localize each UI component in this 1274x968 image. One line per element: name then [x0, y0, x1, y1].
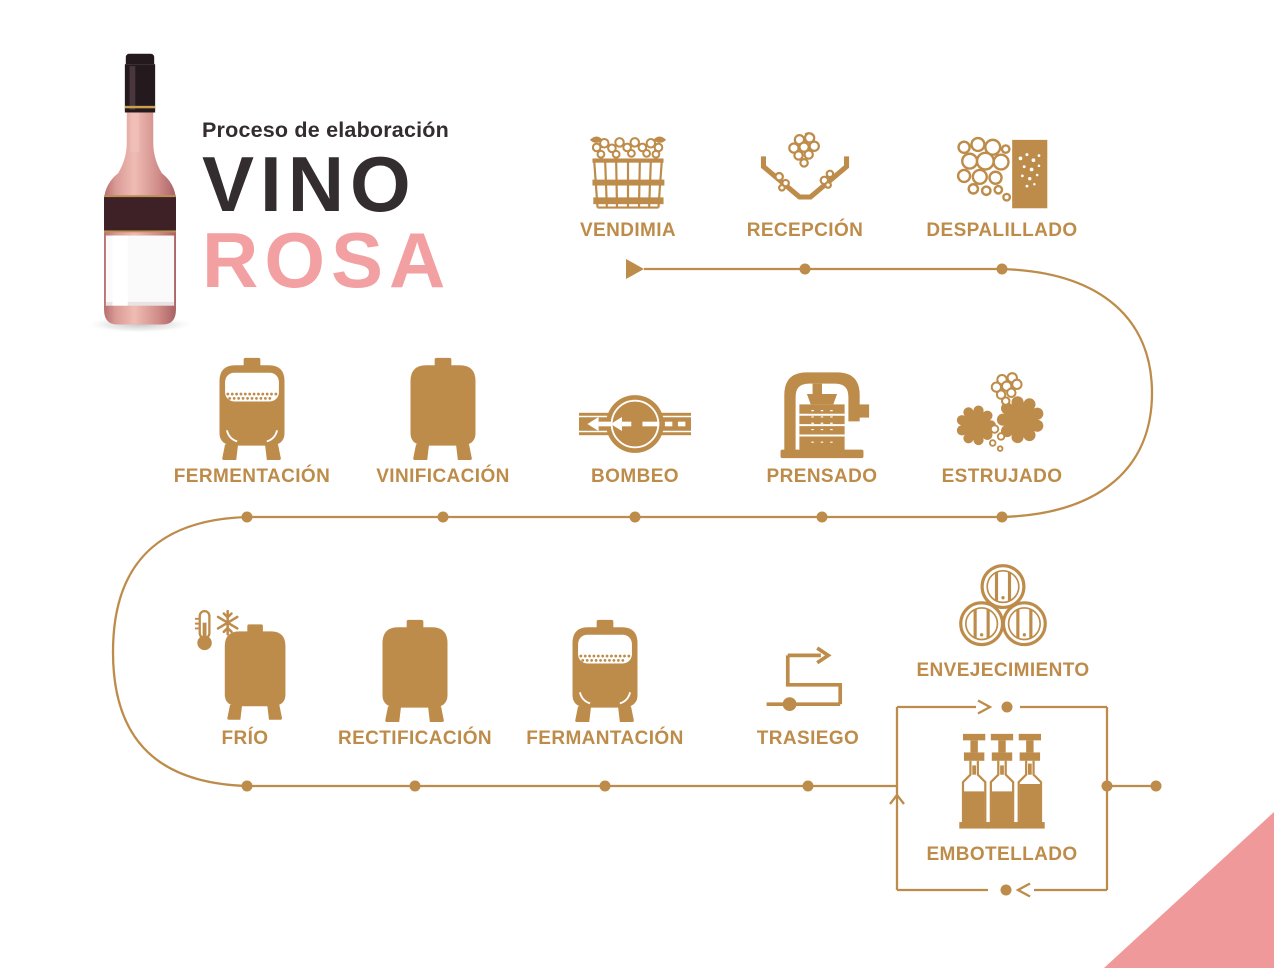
stage-estrujado: ESTRUJADO — [922, 350, 1082, 488]
fermentation-tank-icon — [525, 600, 685, 722]
stage-label: RECEPCIÓN — [746, 220, 864, 241]
crusher-icon — [922, 350, 1082, 460]
stage-embotellado: EMBOTELLADO — [897, 730, 1107, 866]
rose-wine-bottle-illustration — [85, 53, 195, 334]
cold-tank-icon — [165, 600, 325, 722]
stage-vinificacion: VINIFICACIÓN — [363, 350, 523, 488]
stage-label: PRENSADO — [766, 466, 878, 487]
pump-icon — [555, 350, 715, 460]
stage-label: DESPALILLADO — [926, 220, 1078, 241]
title-sub: ROSA — [202, 216, 452, 305]
stage-envejecimiento: ENVEJECIMIENTO — [908, 560, 1098, 682]
bottling-icon — [897, 730, 1107, 838]
wine-tank-icon — [335, 600, 495, 722]
wine-tank-icon — [363, 350, 523, 460]
wine-press-icon — [742, 350, 902, 460]
stage-label: TRASIEGO — [756, 728, 860, 749]
stage-despalillado: DESPALILLADO — [922, 128, 1082, 242]
stage-label: FRÍO — [221, 728, 269, 749]
stage-frio: FRÍO — [165, 600, 325, 750]
stage-label: BOMBEO — [591, 466, 679, 487]
racking-pipe-icon — [728, 600, 888, 722]
stage-label: FERMENTACIÓN — [173, 466, 331, 487]
destemmer-icon — [922, 128, 1082, 214]
stage-label: VENDIMIA — [579, 220, 677, 241]
fermentation-tank-icon — [172, 350, 332, 460]
grape-basket-icon — [548, 128, 708, 214]
grape-hopper-icon — [725, 128, 885, 214]
oak-barrels-icon — [908, 560, 1098, 654]
stage-fermentacion: FERMENTACIÓN — [172, 350, 332, 488]
stage-recepcion: RECEPCIÓN — [725, 128, 885, 242]
stage-vendimia: VENDIMIA — [548, 128, 708, 242]
corner-triangle-decoration — [1104, 812, 1274, 968]
title-kicker: Proceso de elaboración — [202, 118, 449, 142]
flow-start-arrow — [626, 259, 644, 279]
stage-label: VINIFICACIÓN — [376, 466, 510, 487]
stage-label: RECTIFICACIÓN — [337, 728, 493, 749]
stage-label: EMBOTELLADO — [926, 844, 1078, 865]
stage-rectificacion: RECTIFICACIÓN — [335, 600, 495, 750]
stage-label: ESTRUJADO — [941, 466, 1063, 487]
stage-label: ENVEJECIMIENTO — [916, 660, 1090, 681]
stage-trasiego: TRASIEGO — [728, 600, 888, 750]
stage-bombeo: BOMBEO — [555, 350, 715, 488]
flow-station-dots — [241, 263, 1162, 896]
stage-prensado: PRENSADO — [742, 350, 902, 488]
stage-fermantacion: FERMANTACIÓN — [525, 600, 685, 750]
stage-label: FERMANTACIÓN — [526, 728, 684, 749]
flow-lines — [111, 267, 1156, 898]
title-main: VINO — [202, 140, 417, 228]
title-block: Proceso de elaboración VINO ROSA — [202, 118, 452, 305]
